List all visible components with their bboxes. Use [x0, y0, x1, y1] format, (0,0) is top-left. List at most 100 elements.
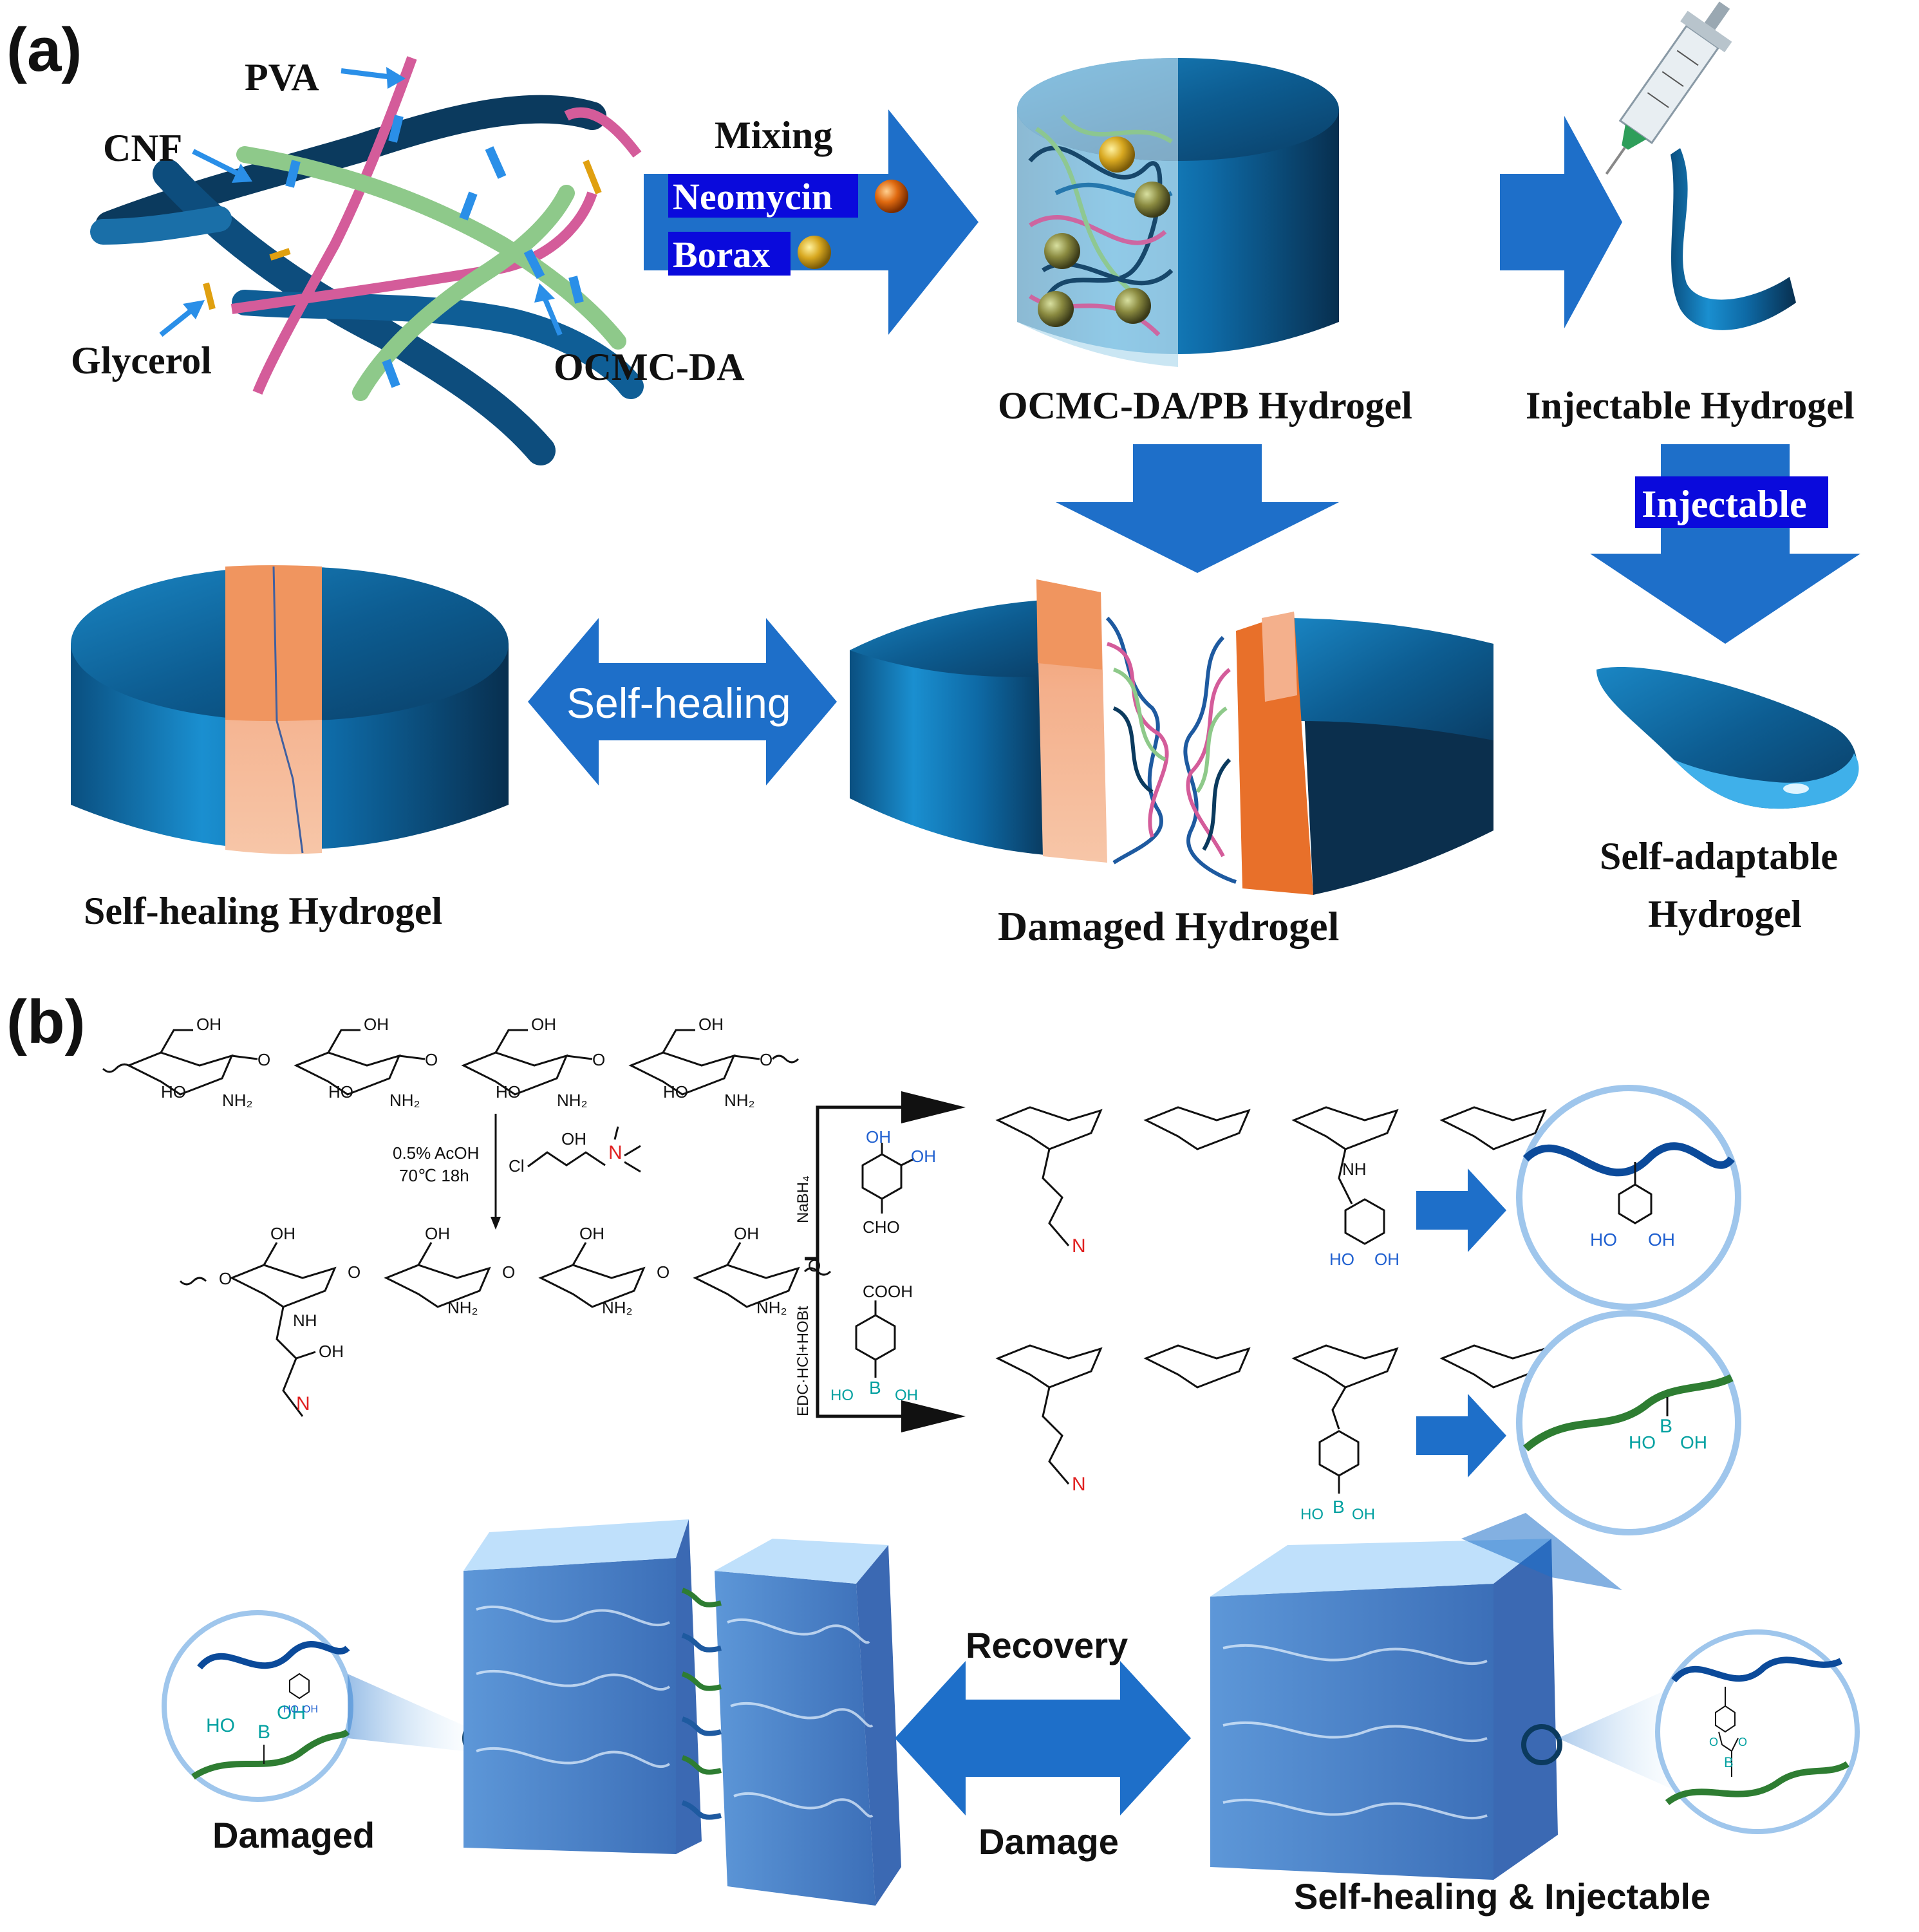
chitosan-chain-labels: OH OH OH OH HO HO HO HO NH₂ NH₂ NH₂ NH₂ … [161, 1015, 772, 1110]
damaged-zoom-beam [348, 1674, 463, 1751]
damage-label: Damage [978, 1821, 1119, 1862]
recovery-damage-double-arrow [895, 1661, 1191, 1815]
glycerol-pointer-arrow [159, 306, 195, 337]
glycerol-pointer-arrowhead [183, 300, 205, 319]
htcc-da-ho-label: HO [1329, 1250, 1354, 1269]
boronic-ho-label: HO [830, 1387, 854, 1404]
boronic-circle-oh: OH [1680, 1432, 1707, 1452]
zoom-cone-top [1461, 1513, 1622, 1590]
boronic-oh-label: OH [895, 1387, 918, 1404]
htcc-da-oh-label: OH [1374, 1250, 1399, 1269]
svg-text:HO: HO [663, 1082, 688, 1102]
syringe-icon [1605, 1, 1732, 175]
htcc-pba-oh-label: OH [1352, 1506, 1375, 1523]
dihydroxybenzaldehyde-structure [861, 1143, 915, 1214]
carboxyphenylboronic-acid-structure [855, 1300, 896, 1378]
svg-text:O: O [425, 1050, 438, 1069]
svg-text:OH: OH [579, 1224, 604, 1243]
svg-text:OH: OH [270, 1224, 295, 1243]
svg-text:O: O [760, 1050, 772, 1069]
svg-text:NH₂: NH₂ [447, 1298, 478, 1317]
svg-text:O: O [502, 1262, 515, 1282]
damaged-circle-catechol-ho: HO [283, 1704, 299, 1715]
ocmc-da-pointer-arrowhead [534, 283, 555, 303]
damaged-hydrogel-right-half [1236, 612, 1493, 895]
quat-reagent-structure [527, 1151, 606, 1168]
svg-text:OH: OH [364, 1015, 389, 1034]
cnf-rod [90, 206, 232, 245]
htcc-chain-labels: OH OH OH OH NH OH NH₂ NH₂ NH₂ O O O O O [219, 1224, 821, 1361]
svg-text:O: O [592, 1050, 605, 1069]
htcc-da-nh-label: NH [1342, 1159, 1367, 1179]
mixing-label: Mixing [715, 114, 832, 156]
cho-label: CHO [863, 1217, 900, 1237]
neomycin-tag [668, 174, 858, 218]
damaged-circle-catechol-oh: OH [303, 1704, 318, 1715]
self-healing-hydrogel-cylinder [71, 565, 509, 854]
svg-text:NH₂: NH₂ [756, 1298, 787, 1317]
htcc-n-plus-label: N [296, 1393, 310, 1414]
chloro-label: Cl [509, 1156, 525, 1176]
ocmc-da-pointer-arrow [541, 295, 563, 336]
ocmc-da-label: OCMC-DA [554, 346, 745, 388]
svg-text:OH: OH [531, 1015, 556, 1034]
cooh-label: COOH [863, 1282, 913, 1301]
svg-text:O: O [657, 1262, 669, 1282]
quat-reagent-oh-label: OH [561, 1129, 586, 1149]
pva-pointer-arrow [341, 68, 393, 80]
svg-text:HO: HO [161, 1082, 186, 1102]
quat-n-plus-label: N [608, 1142, 623, 1163]
branch-bracket-top [805, 1105, 959, 1261]
branch-arrowhead-top [901, 1091, 966, 1123]
borax-tag [668, 232, 791, 276]
svg-text:OH: OH [196, 1015, 221, 1034]
catechol-oh-label: OH [866, 1127, 891, 1147]
damaged-label: Damaged [212, 1815, 375, 1855]
acoh-label: 0.5% AcOH [393, 1143, 479, 1163]
borax-label: Borax [673, 234, 770, 276]
polymer-network-illustration [90, 56, 644, 465]
edc-label: EDC·HCl+HOBt [794, 1306, 812, 1416]
nabh4-label: NaBH₄ [794, 1176, 812, 1223]
damaged-hydrogel-label: Damaged Hydrogel [998, 903, 1339, 949]
self-healing-hydrogel-cube [1210, 1539, 1558, 1880]
broken-fiber-network [1105, 616, 1237, 884]
injectable-tag-label: Injectable [1642, 483, 1807, 525]
damaged-circle-oh: OH [277, 1702, 306, 1723]
self-adaptable-hydrogel-shape [1596, 667, 1859, 809]
svg-text:NH₂: NH₂ [602, 1298, 633, 1317]
boronic-circle-ho: HO [1629, 1432, 1656, 1452]
svg-text:OH: OH [698, 1015, 724, 1034]
svg-text:OH: OH [734, 1224, 759, 1243]
svg-text:NH₂: NH₂ [724, 1091, 755, 1110]
damaged-hydrogel-cubes [463, 1519, 901, 1906]
temperature-time-label: 70℃ 18h [399, 1166, 469, 1185]
htcc-chain-structure [179, 1242, 832, 1417]
ocmc-da-pb-hydrogel-cylinder [1017, 58, 1339, 367]
quat-methyls [613, 1126, 641, 1173]
pva-chain [230, 191, 597, 314]
cnf-label: CNF [103, 127, 182, 169]
boronate-ester-b: B [1724, 1754, 1734, 1770]
svg-text:HO: HO [328, 1082, 353, 1102]
injectable-down-arrow [1590, 444, 1860, 644]
cnf-pointer-arrowhead [232, 164, 252, 183]
panel-b-label: (b) [6, 988, 86, 1056]
catechol-zoom-circle [1516, 1085, 1741, 1310]
glycerol-ticks [203, 160, 602, 310]
boronic-circle-b: B [1660, 1416, 1672, 1437]
ocmc-da-chain [236, 146, 626, 350]
cnf-pointer-arrow [192, 149, 239, 176]
cnf-rod [153, 159, 556, 465]
mixing-arrow [644, 109, 978, 335]
htcc-pba-ho-label: HO [1300, 1506, 1324, 1523]
self-adaptable-label-line2: Hydrogel [1648, 893, 1802, 935]
crosslink-ticks [285, 115, 584, 388]
svg-text:O: O [348, 1262, 360, 1282]
intact-zoom-focus [1521, 1724, 1562, 1765]
htcc-pba-n-plus-label: N [1072, 1474, 1086, 1495]
self-healing-injectable-label: Self-healing & Injectable [1294, 1876, 1710, 1917]
catechol-circle-oh: OH [1648, 1230, 1675, 1250]
branch-arrowhead-bottom [901, 1400, 966, 1432]
catechol-oh-label: OH [911, 1147, 936, 1166]
